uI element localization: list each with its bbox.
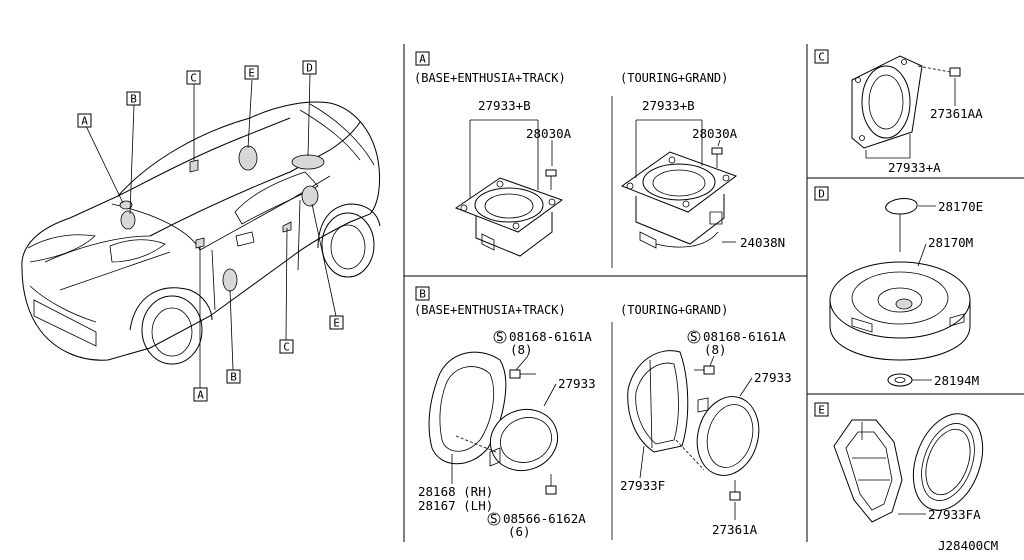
panel-b-base-speaker-label: 27933 [558, 376, 596, 391]
panel-d-letter: D [818, 188, 825, 201]
panel-a-letter: A [419, 53, 426, 66]
diagram-code: J28400CM [938, 538, 998, 553]
callout-b-bottom: B [226, 369, 241, 384]
callout-a-bottom: A [193, 387, 208, 402]
callout-c-top: C [186, 70, 201, 85]
panel-d-knob-label: 28170E [938, 199, 983, 214]
panel-c-letter: C [818, 51, 825, 64]
car-callouts: A B C E D E C B [77, 60, 344, 402]
panel-b-letter: B [419, 288, 426, 301]
panel-b-base-nut-qty: (6) [508, 524, 531, 539]
callout-a-top: A [77, 113, 92, 128]
panel-c-speaker-label: 27933+A [888, 160, 941, 175]
panel-a-harness-label: 24038N [740, 235, 785, 250]
panel-b-touring-bolt-qty: (8) [704, 342, 727, 357]
panel-b: B (BASE+ENTHUSIA+TRACK) (TOURING+GRAND) … [414, 286, 792, 539]
svg-text:B: B [130, 93, 137, 106]
panel-e-speaker-drawing [833, 413, 984, 523]
svg-text:E: E [248, 67, 255, 80]
panel-b-touring-bracket-label: 27933F [620, 478, 665, 493]
panel-e-speaker-label: 27933FA [928, 507, 981, 522]
panel-b-base-bolt-qty: (8) [510, 342, 533, 357]
panel-dividers [403, 44, 1024, 542]
panel-b-base-bolt-label: 08168-6161A [509, 329, 592, 344]
svg-text:A: A [197, 389, 204, 402]
panel-d-woofer-drawing [829, 198, 971, 387]
panel-a: A (BASE+ENTHUSIA+TRACK) (TOURING+GRAND) … [414, 51, 785, 257]
panel-a-base-speaker-label: 27933+B [478, 98, 531, 113]
panel-b-bracket-rh-label: 28168 (RH) [418, 484, 493, 499]
panel-a-base-header: (BASE+ENTHUSIA+TRACK) [414, 71, 566, 85]
panel-b-touring-speaker-label: 27933 [754, 370, 792, 385]
panel-c-screw-label: 27361AA [930, 106, 983, 121]
panel-c-speaker-drawing [851, 55, 961, 149]
callout-e-top: E [244, 65, 259, 80]
panel-b-base-nut-label: 08566-6162A [503, 511, 586, 526]
panel-a-touring-screw-label: 28030A [692, 126, 738, 141]
car-illustration [21, 73, 381, 388]
panel-d-cushion-label: 28194M [934, 373, 979, 388]
panel-b-base-drawing [428, 351, 559, 495]
panel-b-touring-screw-label: 27361A [712, 522, 758, 537]
svg-text:D: D [306, 62, 313, 75]
panel-b-base-nut-s-mark: S [490, 511, 498, 526]
panel-b-touring-s-mark: S [690, 329, 698, 344]
panel-b-touring-header: (TOURING+GRAND) [620, 303, 728, 317]
panel-b-touring-drawing [627, 350, 760, 501]
panel-a-base-speaker-drawing [454, 169, 564, 257]
panel-a-touring-speaker-label: 27933+B [642, 98, 695, 113]
panel-b-base-s-mark: S [496, 329, 504, 344]
svg-text:E: E [333, 317, 340, 330]
panel-e-letter: E [818, 404, 825, 417]
svg-text:C: C [190, 72, 197, 85]
callout-d-top: D [302, 60, 317, 75]
panel-b-base-header: (BASE+ENTHUSIA+TRACK) [414, 303, 566, 317]
panel-d: D 28170E 28170M 28194M [814, 186, 983, 388]
callout-b-top: B [126, 91, 141, 106]
callout-e-bottom: E [329, 315, 344, 330]
panel-c: C 27361AA 27933+A [814, 49, 983, 175]
panel-a-touring-speaker-drawing [620, 147, 738, 249]
panel-e: E 27933FA [814, 402, 984, 523]
panel-d-woofer-label: 28170M [928, 235, 973, 250]
svg-text:B: B [230, 371, 237, 384]
svg-text:A: A [81, 115, 88, 128]
panel-a-base-screw-label: 28030A [526, 126, 572, 141]
panel-a-touring-header: (TOURING+GRAND) [620, 71, 728, 85]
svg-text:C: C [283, 341, 290, 354]
panel-b-bracket-lh-label: 28167 (LH) [418, 498, 493, 513]
callout-c-bottom: C [279, 339, 294, 354]
panel-b-touring-bolt-label: 08168-6161A [703, 329, 786, 344]
